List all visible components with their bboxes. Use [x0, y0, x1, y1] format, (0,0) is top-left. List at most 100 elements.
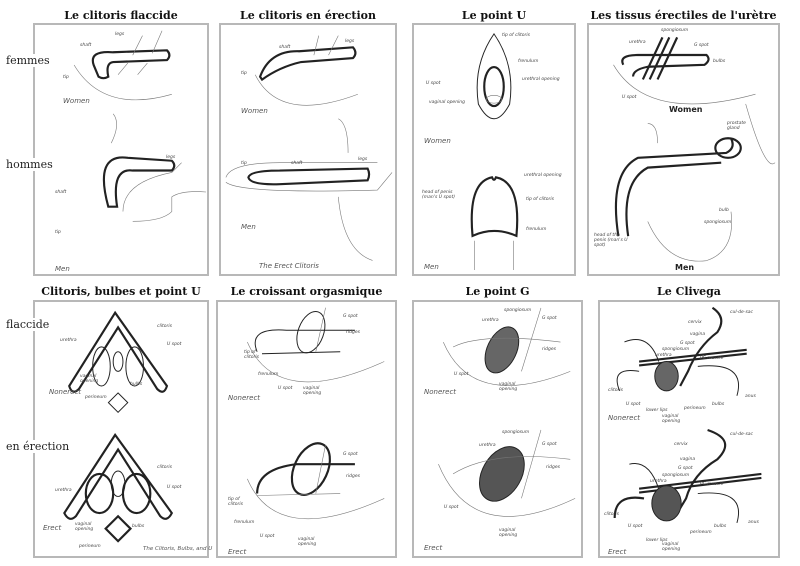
label: G spot: [694, 43, 709, 48]
label: cul-de-sac: [730, 310, 754, 315]
label: tip of clitoris: [502, 33, 531, 38]
clitoris-erect-illustration: [225, 35, 393, 261]
row-label-femmes: femmes: [6, 54, 51, 67]
label: urethra: [479, 443, 496, 448]
panel-g-spot: spongiosum urethra G spot ridges U spot …: [412, 300, 583, 558]
panel-urethral-erectile-tissues: spongiosum urethra G spot bulbs U spot W…: [587, 23, 780, 276]
caption: Women: [669, 105, 703, 114]
label: U spot: [626, 402, 641, 407]
label: PC muscle: [700, 482, 724, 487]
label: spongiosum: [661, 28, 689, 33]
label: frenulum: [518, 59, 539, 64]
caption: Erect: [43, 524, 62, 532]
caption: Nonerect: [49, 388, 82, 396]
caption: Erect: [608, 548, 627, 556]
label: head of the penis (man's U spot): [594, 233, 628, 248]
label: PC muscle: [700, 356, 724, 361]
label: spongiosum: [504, 308, 532, 313]
label: vaginal opening: [499, 382, 518, 392]
label: anus: [748, 520, 759, 525]
label: vaginal opening: [80, 374, 99, 384]
caption: The Clitoris, Bulbs, and U: [143, 546, 213, 552]
label: vaginal opening: [429, 100, 466, 105]
label: tip of clitoris: [228, 497, 243, 507]
label: legs: [115, 32, 125, 37]
caption: Women: [63, 97, 90, 105]
label: G spot: [680, 341, 695, 346]
label: U spot: [167, 485, 182, 490]
g-spot-illustration: [438, 307, 576, 517]
caption: Men: [675, 263, 695, 272]
label: spongiosum: [662, 473, 690, 478]
caption: Women: [424, 137, 451, 145]
label: urethra: [60, 338, 77, 343]
label: tip: [241, 161, 247, 166]
label: anus: [745, 394, 756, 399]
panel-title: Le point U: [461, 9, 527, 22]
caption: Men: [424, 263, 439, 271]
label: perineum: [690, 530, 712, 535]
label: G spot: [678, 466, 693, 471]
label: U spot: [444, 505, 459, 510]
label: urethra: [655, 353, 672, 358]
label: legs: [166, 155, 176, 160]
label: U spot: [454, 372, 469, 377]
label: clitoris: [157, 465, 172, 470]
label: spongiosum: [662, 347, 690, 352]
label: tip: [63, 75, 69, 80]
label: spongiosum: [704, 220, 732, 225]
caption: Men: [55, 265, 70, 273]
row-label-hommes: hommes: [6, 158, 54, 171]
label: legs: [345, 39, 355, 44]
label: tip: [241, 71, 247, 76]
panel-u-spot: tip of clitoris frenulum U spot urethral…: [412, 23, 576, 276]
clitoris-bulbs-illustration: [63, 310, 174, 543]
label: U spot: [167, 342, 182, 347]
panel-clitoris-erect: shaft legs tip Women tip shaft legs Men …: [219, 23, 397, 276]
caption: Men: [241, 223, 256, 231]
label: clitoris: [157, 324, 172, 329]
label: frenulum: [258, 372, 279, 377]
label: cervix: [674, 442, 688, 447]
clivega-illustration: [613, 306, 762, 524]
label: urethra: [629, 40, 646, 45]
label: G spot: [542, 442, 557, 447]
panel-clitoris-flaccid: shaft legs tip Women legs shaft tip Men: [33, 23, 209, 276]
label: vaginal opening: [662, 414, 681, 424]
label: shaft: [55, 190, 67, 195]
panel-clitoris-bulbs-u-spot: clitoris urethra U spot vaginal opening …: [33, 300, 213, 558]
caption: Nonerect: [228, 394, 261, 402]
caption: Nonerect: [608, 414, 641, 422]
label: lower lips: [646, 538, 668, 543]
label: legs: [358, 157, 368, 162]
label: head of penis (man's U spot): [422, 190, 455, 200]
label: bulbs: [130, 382, 143, 387]
panel-title: Clitoris, bulbes et point U: [41, 285, 201, 298]
panel-orgasmic-crescent: G spot ridges tip of clitoris frenulum U…: [216, 300, 397, 558]
label: tip: [55, 230, 61, 235]
label: urethra: [482, 318, 499, 323]
label: vaginal opening: [75, 522, 94, 532]
label: frenulum: [526, 227, 547, 232]
panel-title: Le clitoris en érection: [240, 9, 376, 22]
label: bulb: [719, 208, 729, 213]
caption: Women: [241, 107, 268, 115]
label: ridges: [542, 347, 556, 352]
label: G spot: [343, 452, 358, 457]
label: spongiosum: [502, 430, 530, 435]
label: cervix: [688, 320, 702, 325]
label: bulbs: [132, 524, 145, 529]
label: ridges: [346, 474, 360, 479]
clitoris-flaccid-illustration: [73, 30, 207, 222]
panel-title: Le Clivega: [657, 285, 721, 298]
label: urethral opening: [524, 173, 562, 178]
label: vagina: [690, 332, 706, 337]
label: urethra: [55, 488, 72, 493]
panel-title: Le croissant orgasmique: [230, 285, 383, 298]
label: bulbs: [714, 524, 727, 529]
panel-title: Le point G: [465, 285, 530, 298]
label: vaginal opening: [662, 542, 681, 552]
label: vaginal opening: [303, 386, 322, 396]
row-label-en-erection: en érection: [6, 440, 71, 453]
caption: Erect: [228, 548, 247, 556]
